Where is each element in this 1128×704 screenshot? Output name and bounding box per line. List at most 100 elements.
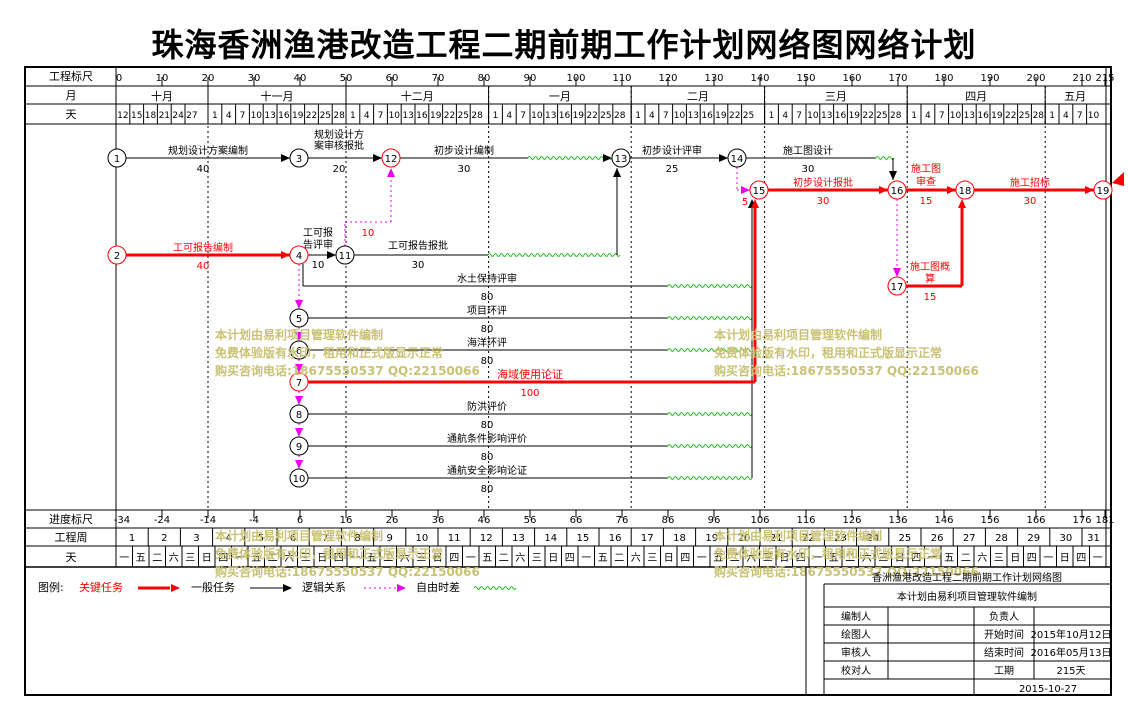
activity-name: 初步设计评审 [642, 144, 702, 157]
scale-tick-label: 215 [1095, 73, 1114, 84]
network-node [107, 148, 127, 168]
activity-name: 通航条件影响评价 [447, 432, 527, 445]
activity-name: 案审核报批 [314, 139, 364, 152]
day-label: 12 [117, 111, 128, 121]
week-label: 29 [1027, 533, 1040, 544]
weekday-label: 一 [1043, 553, 1053, 564]
activity-duration: 80 [481, 356, 494, 367]
week-label: 21 [770, 533, 783, 544]
day-label: 4 [226, 111, 232, 121]
weekday-label: 六 [169, 552, 179, 564]
scale-tick-label: 120 [658, 73, 677, 84]
week-label: 7 [322, 533, 328, 544]
day-label: 22 [444, 111, 455, 121]
progress-tick-label: -24 [154, 515, 170, 526]
network-node [955, 180, 975, 200]
network-node [381, 148, 401, 168]
progress-tick-label: 46 [478, 515, 491, 526]
node-number: 14 [731, 154, 744, 165]
dummy-float: 10 [362, 228, 375, 239]
activity-duration: 25 [666, 164, 679, 175]
weekday-label: 六 [631, 552, 641, 564]
scale-tick-label: 100 [566, 73, 585, 84]
weekday-label: 五 [598, 553, 608, 564]
network-node [107, 245, 127, 265]
watermark-text: 购买咨询电话:18675550537 QQ:22150066 [714, 363, 979, 378]
arrow-head [603, 154, 612, 162]
watermark-text: 本计划由易利项目管理软件编制 [215, 327, 383, 342]
day-label: 4 [649, 111, 655, 121]
activity-duration: 80 [481, 292, 494, 303]
activity-name: 算 [925, 272, 935, 285]
scale-tick-label: 200 [1026, 73, 1045, 84]
weekday-label: 二 [730, 553, 740, 564]
title-block-duration-value: 215天 [1056, 666, 1085, 677]
watermark-text: 免费体验版有水印，租用和正式版显示正常 [714, 546, 942, 561]
weekday-label: 一 [119, 553, 129, 564]
arrow-head [295, 300, 303, 309]
progress-tick-label: 106 [750, 515, 769, 526]
title-block-drawer-label: 绘图人 [841, 628, 871, 641]
weekday-label: 三 [185, 553, 195, 564]
activity-name: 规划设计方 [314, 128, 364, 141]
week-label: 3 [193, 533, 199, 544]
weekday-label: 三 [647, 553, 657, 564]
scale-tick-label: 110 [612, 73, 631, 84]
network-node [887, 180, 907, 200]
week-row-label: 工程周 [55, 531, 88, 544]
week-label: 11 [448, 533, 461, 544]
weekday-label: 五 [482, 553, 492, 564]
arrow-head [613, 168, 621, 177]
activity-duration: 40 [197, 164, 210, 175]
scale-tick-label: 160 [842, 73, 861, 84]
title-block-end-label: 结束时间 [984, 646, 1024, 659]
weekday-label: 二 [961, 553, 971, 564]
day-label: 1 [350, 111, 356, 121]
weekday-label: 日 [202, 553, 212, 564]
day-label: 19 [715, 111, 727, 121]
legend-float-label: 自由时差 [416, 580, 460, 594]
weekday-label: 二 [383, 553, 393, 564]
progress-tick-label: 181 [1095, 515, 1114, 526]
progress-tick-label: 86 [662, 515, 675, 526]
scale-tick-label: 190 [980, 73, 999, 84]
progress-tick-label: 26 [386, 515, 399, 526]
scale-tick-label: 60 [386, 73, 399, 84]
activity-duration: 30 [1024, 196, 1037, 207]
arrow-head [751, 199, 759, 208]
title-block-start-value: 2015年10月12日 [1031, 628, 1112, 641]
activity-name: 告评审 [303, 238, 333, 251]
legend-arrow-head [171, 584, 180, 592]
activity-duration: 15 [920, 196, 933, 207]
node-number: 12 [385, 154, 398, 165]
arrow-head [889, 171, 897, 180]
free-float-line [667, 284, 753, 288]
free-float-line [667, 316, 753, 320]
arrow-head [387, 168, 395, 177]
weekday-label: 日 [433, 553, 443, 564]
day-label: 10 [674, 111, 686, 121]
title-block-start-label: 开始时间 [984, 628, 1024, 641]
day-label: 18 [145, 111, 157, 121]
day-label: 16 [416, 111, 428, 121]
weekday-label: 一 [928, 553, 938, 564]
progress-tick-label: 66 [570, 515, 583, 526]
title-block-editor-label: 编制人 [841, 610, 871, 623]
activity-duration: 80 [481, 324, 494, 335]
day-label: 10 [389, 111, 401, 121]
arrow-head [879, 186, 888, 194]
weekday-label: 二 [499, 553, 509, 564]
day-label: 28 [614, 111, 626, 121]
weekday-label: 日 [1060, 553, 1070, 564]
weekday-label: 五 [944, 553, 954, 564]
weekday-label: 一 [466, 553, 476, 564]
node-number: 17 [891, 282, 904, 293]
network-node [289, 404, 309, 424]
month-label: 二月 [687, 90, 709, 103]
activity-duration: 100 [520, 388, 539, 399]
activity-name: 工可报 [303, 226, 333, 239]
progress-tick-label: 96 [708, 515, 721, 526]
day-label: 25 [458, 111, 469, 121]
day-label: 16 [278, 111, 290, 121]
